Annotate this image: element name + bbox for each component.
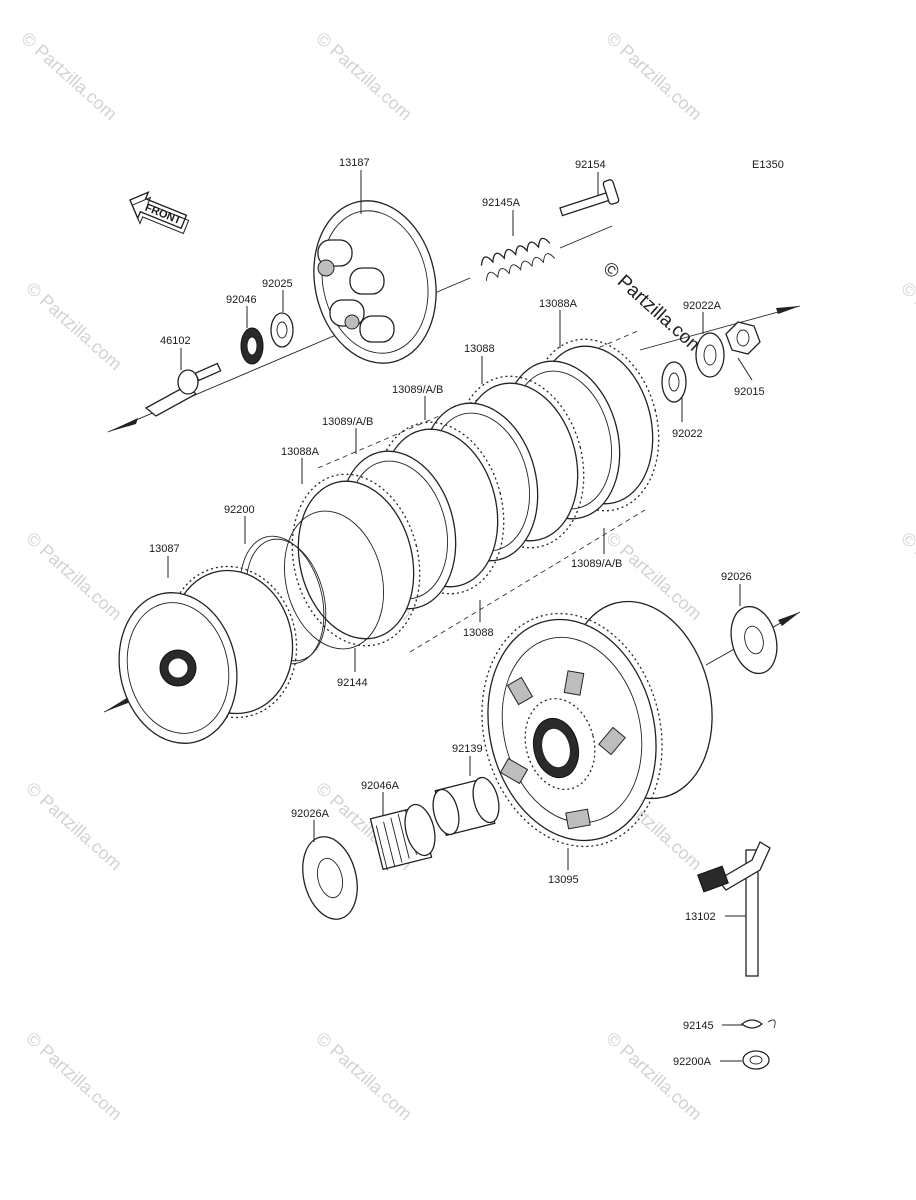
release-shaft-13102 (697, 841, 771, 977)
spring-92145A (480, 237, 556, 281)
nut-92015 (725, 321, 761, 355)
callout-13095: 13095 (548, 874, 579, 886)
callout-13089AB-mid: 13089/A/B (322, 416, 373, 428)
callout-13088A-left: 13088A (281, 446, 320, 458)
washer-92022A (695, 332, 725, 378)
watermark-text: © Partzilla.com (22, 1028, 126, 1124)
watermark-text: © Partzilla.com (17, 28, 121, 124)
callout-92200A: 92200A (673, 1056, 712, 1068)
watermark-text: © Partzilla.com (22, 778, 126, 874)
callout-leaders (167, 170, 753, 1062)
callout-labels: 13187 92154 92145A 92025 92046 46102 130… (149, 157, 765, 1068)
pressure-plate-13187 (313, 200, 437, 364)
watermark-text: © Partzilla.com (897, 278, 916, 374)
callout-92145A: 92145A (482, 197, 521, 209)
callout-13102: 13102 (685, 911, 716, 923)
pusher-rod-46102 (144, 362, 222, 417)
callout-46102: 46102 (160, 335, 191, 347)
callout-92025: 92025 (262, 278, 293, 290)
callout-92026A: 92026A (291, 808, 330, 820)
callout-92022A: 92022A (683, 300, 722, 312)
callout-13088-bottom: 13088 (463, 627, 494, 639)
diagram-code: E1350 (752, 159, 784, 171)
washer-92026 (730, 605, 778, 675)
front-arrow-icon: FRONT (129, 190, 190, 235)
callout-92144: 92144 (337, 677, 368, 689)
washer-92200A (742, 1050, 770, 1070)
watermark-text: © Partzilla.com (312, 28, 416, 124)
watermark-text: © Partzilla.com (22, 528, 126, 624)
callout-92046: 92046 (226, 294, 257, 306)
bearing-92046 (240, 327, 264, 365)
washer-92025 (270, 312, 294, 348)
callout-92139: 92139 (452, 743, 483, 755)
collar-92139 (432, 776, 500, 837)
callout-92154: 92154 (575, 159, 606, 171)
friction-plate-stack (291, 338, 660, 647)
spring-92145 (740, 1019, 776, 1029)
watermark-text: © Partzilla.com (897, 528, 916, 624)
clutch-hub-13087 (118, 565, 298, 744)
watermark-text: © Partzilla.com (22, 278, 126, 374)
callout-92015: 92015 (734, 386, 765, 398)
watermark-text: © Partzilla.com (602, 28, 706, 124)
callout-13088A-top: 13088A (539, 298, 578, 310)
callout-13087: 13087 (149, 543, 180, 555)
callout-92046A: 92046A (361, 780, 400, 792)
washer-92022 (661, 361, 687, 403)
callout-92022: 92022 (672, 428, 703, 440)
callout-92200: 92200 (224, 504, 255, 516)
callout-13089AB-upper: 13089/A/B (392, 384, 443, 396)
needle-bearing-92046A (369, 803, 436, 871)
watermark-text: © Partzilla.com (602, 1028, 706, 1124)
callout-13089AB-right: 13089/A/B (571, 558, 622, 570)
circlip-92144 (283, 510, 385, 650)
callout-13088-top: 13088 (464, 343, 495, 355)
watermark-text: © Partzilla.com (312, 1028, 416, 1124)
bolt-92154 (559, 179, 620, 217)
callout-13187: 13187 (339, 157, 370, 169)
washer-92026A (302, 836, 358, 920)
clutch-housing-13095 (481, 600, 713, 848)
callout-92145: 92145 (683, 1020, 714, 1032)
callout-92026: 92026 (721, 571, 752, 583)
